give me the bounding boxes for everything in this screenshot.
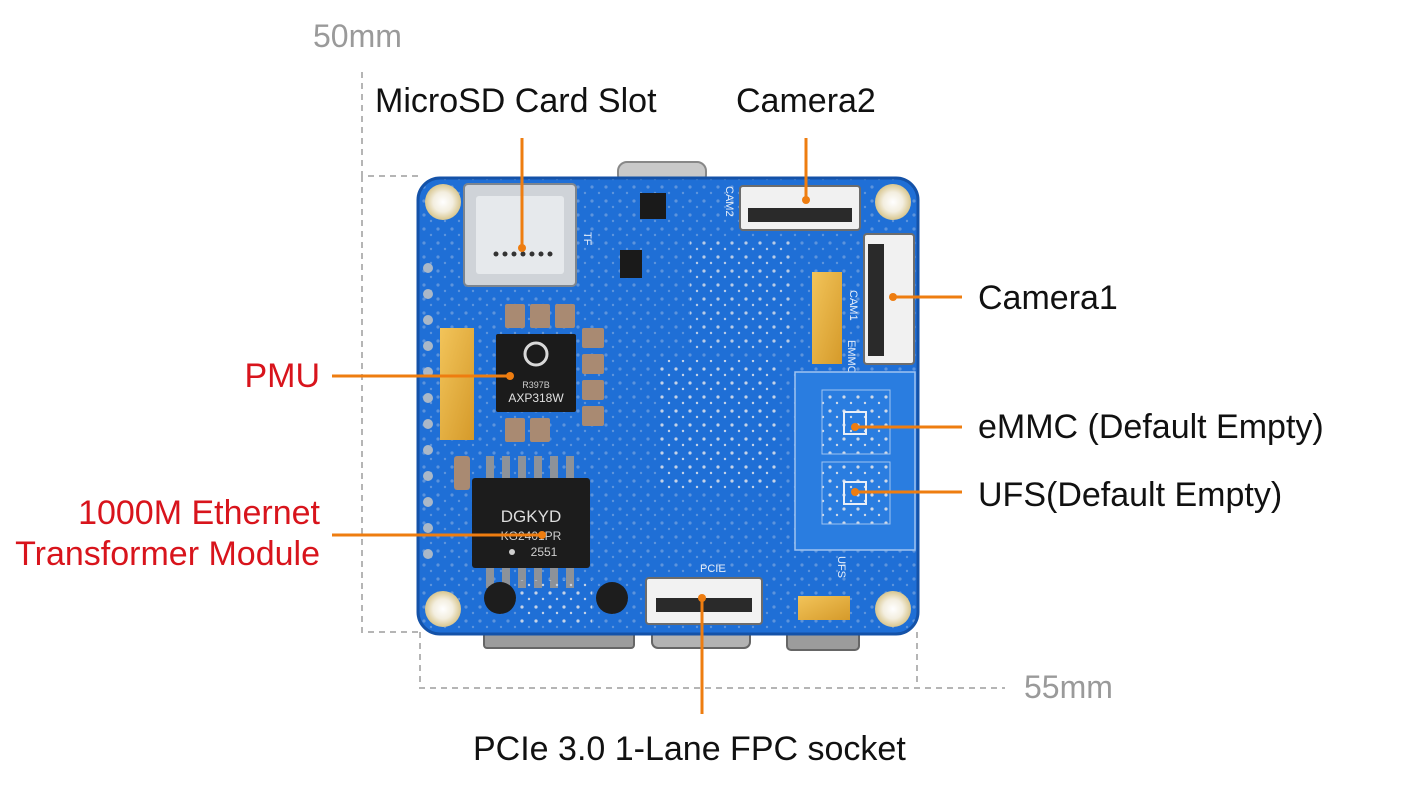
label-pcie: PCIe 3.0 1-Lane FPC socket [473,730,906,768]
label-microsd-slot: MicroSD Card Slot [375,82,657,120]
silk-tf: TF [581,232,593,246]
label-ethernet-line1: 1000M Ethernet [78,494,320,532]
silk-ufs: UFS [835,556,847,578]
pmu-chip-label: AXP318W [508,391,564,405]
pmu-chip-sub: R397B [522,380,550,390]
gold-pad-left [440,328,474,440]
dimension-height: 50mm [313,18,402,54]
silk-cam2: CAM2 [723,186,735,217]
mounting-hole-tl [425,184,461,220]
camera1-connector: CAM1 EMMC [845,233,915,374]
eth-code: 2551 [531,545,558,559]
camera2-connector: CAM2 [723,185,861,231]
gold-pad-bottom [798,596,850,620]
mounting-hole-br [875,591,911,627]
ethernet-transformer: DGKYD KG2401PR 2551 [454,456,590,588]
label-camera1: Camera1 [978,279,1118,317]
pcie-fpc-socket: PCIE [645,563,763,625]
board: TF CAM2 CAM1 EMMC UFS [416,161,920,651]
leader-lines [332,138,962,714]
small-chip [640,193,666,219]
silk-pcie: PCIE [700,563,726,575]
eth-brand: DGKYD [501,507,561,526]
silk-cam1: CAM1 [847,290,859,321]
dimension-width: 55mm [1024,669,1113,705]
gold-pad-cam [812,272,842,364]
label-ethernet-line2: Transformer Module [15,535,320,573]
mounting-hole-bl [425,591,461,627]
silk-emmc: EMMC [845,340,857,374]
label-pmu: PMU [244,357,320,395]
pmu-block: R397B AXP318W [496,304,604,442]
mounting-hole-tr [875,184,911,220]
label-emmc: eMMC (Default Empty) [978,408,1324,446]
microsd-slot: TF [463,183,593,287]
label-camera2: Camera2 [736,82,876,120]
label-ufs: UFS(Default Empty) [978,476,1283,514]
emmc-footprint: UFS [794,371,916,578]
dimension-lines [361,72,1005,689]
soc-via-field [660,360,780,490]
